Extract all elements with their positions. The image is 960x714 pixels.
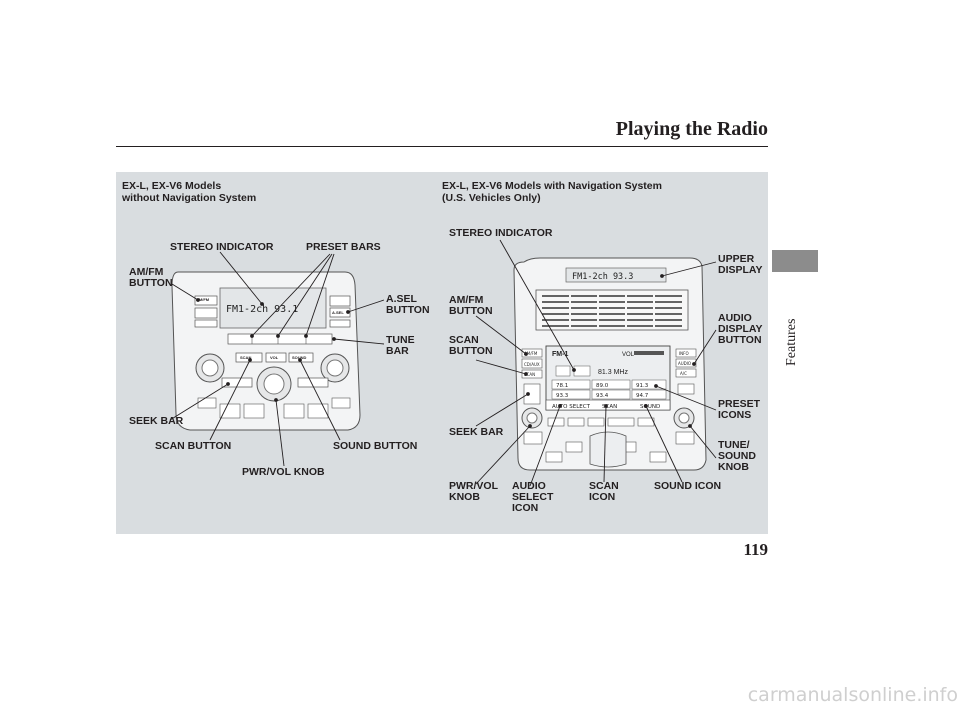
- left-callout-am-fm-button: AM/FM BUTTON: [129, 266, 173, 289]
- tab-sound: SOUND: [640, 404, 660, 410]
- screen-freq: 81.3 MHz: [598, 369, 628, 376]
- right-callout-preset-icons: PRESET ICONS: [718, 398, 761, 421]
- right-leader-lines: [475, 239, 717, 487]
- screen-band: FM-1: [552, 351, 568, 358]
- left-unit-btn-am-fm: AM/FM: [196, 297, 210, 302]
- left-display-text: FM1-2ch 93.1: [226, 304, 298, 315]
- preset-6: 94.7: [636, 393, 649, 399]
- left-callout-scan-button: SCAN BUTTON: [155, 440, 232, 452]
- section-tab: [772, 250, 818, 272]
- left-callout-preset-bars: PRESET BARS: [306, 241, 381, 253]
- right-callout-seek-bar: SEEK BAR: [449, 426, 504, 438]
- preset-1: 78.1: [556, 383, 568, 389]
- right-callout-scan-button: SCAN BUTTON: [449, 334, 493, 357]
- preset-4: 93.3: [556, 393, 569, 399]
- preset-3: 91.3: [636, 383, 649, 389]
- right-callout-audio-select-icon: AUDIO SELECT ICON: [512, 480, 554, 514]
- right-callout-stereo-indicator: STEREO INDICATOR: [449, 227, 553, 239]
- left-unit-btn-scan: SCAN: [240, 355, 252, 360]
- left-heading: EX-L, EX-V6 Models without Navigation Sy…: [122, 180, 257, 204]
- right-btn-scan: SCAN: [524, 372, 535, 377]
- right-radio-unit: FM1-2ch 93.3 FM-1 VOL 81.3 MHz: [513, 257, 707, 471]
- left-radio-unit: FM1-2ch 93.1: [171, 271, 361, 431]
- tab-auto-select: AUTO SELECT: [552, 404, 591, 410]
- left-callout-a-sel-button: A.SEL BUTTON: [386, 293, 430, 316]
- right-btn-audio: AUDIO: [678, 361, 691, 366]
- right-btn-ac: A/C: [680, 371, 687, 376]
- left-callout-sound-button: SOUND BUTTON: [333, 440, 418, 452]
- left-callout-seek-bar: SEEK BAR: [129, 415, 184, 427]
- preset-5: 93.4: [596, 393, 609, 399]
- tab-scan: SCAN: [602, 404, 617, 410]
- left-callout-tune-bar: TUNE BAR: [386, 334, 415, 357]
- left-callout-stereo-indicator: STEREO INDICATOR: [170, 241, 274, 253]
- title-rule: [116, 146, 768, 147]
- page-title: Playing the Radio: [615, 118, 768, 140]
- right-btn-cd-aux: CD/AUX: [524, 362, 540, 367]
- right-btn-info: INFO: [679, 351, 689, 356]
- preset-2: 89.0: [596, 383, 609, 389]
- screen-vol: VOL: [622, 352, 635, 358]
- left-am-fm-button: [194, 295, 218, 306]
- right-callout-audio-display-button: AUDIO DISPLAY BUTTON: [718, 312, 763, 346]
- left-leader-lines: [169, 251, 385, 467]
- right-upper-display-text: FM1-2ch 93.3: [572, 272, 633, 282]
- left-unit-btn-sound: SOUND: [292, 355, 307, 360]
- right-callout-tune-sound-knob: TUNE/ SOUND KNOB: [718, 439, 756, 473]
- left-unit-btn-a-sel: A.SEL: [332, 310, 344, 315]
- page-number: 119: [743, 540, 768, 559]
- left-unit-btn-vol: VOL: [270, 355, 279, 360]
- right-callout-sound-icon: SOUND ICON: [654, 480, 722, 492]
- left-callout-pwr-vol-knob: PWR/VOL KNOB: [242, 466, 325, 478]
- right-callout-upper-display: UPPER DISPLAY: [718, 253, 763, 276]
- watermark[interactable]: carmanualsonline.info: [747, 684, 958, 706]
- right-heading: EX-L, EX-V6 Models with Navigation Syste…: [442, 180, 662, 204]
- right-callout-am-fm-button: AM/FM BUTTON: [449, 294, 493, 317]
- right-btn-am-fm: AM/FM: [524, 351, 538, 356]
- right-callout-pwr-vol-knob: PWR/VOL KNOB: [449, 480, 498, 503]
- right-callout-scan-icon: SCAN ICON: [589, 480, 619, 503]
